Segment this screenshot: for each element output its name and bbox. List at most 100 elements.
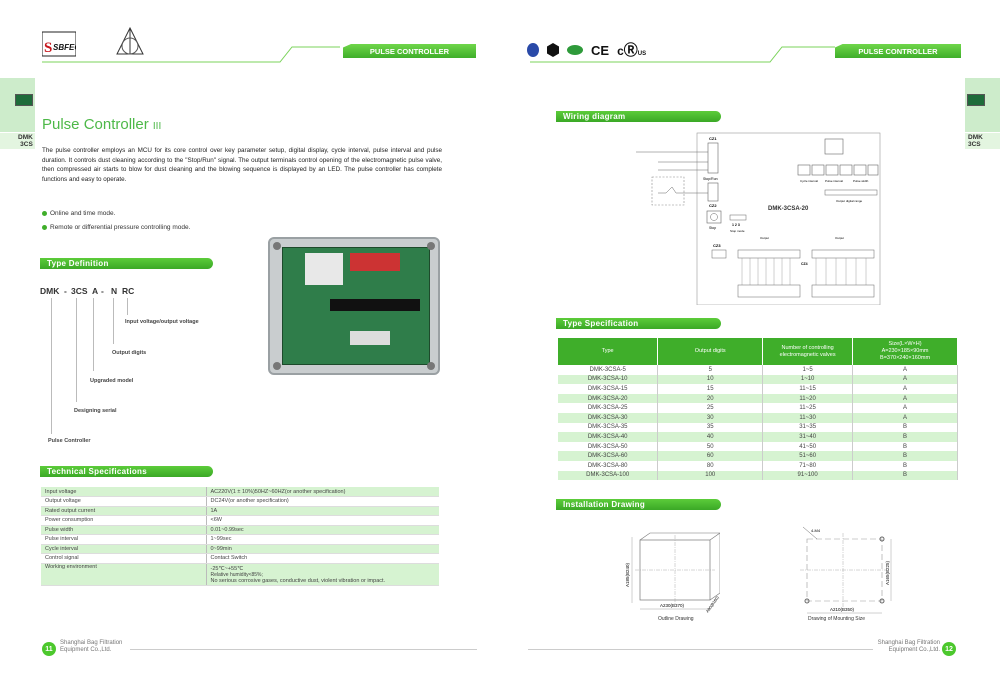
intro-paragraph: The pulse controller employs an MCU for … [42,147,442,183]
code-part: A [92,286,99,296]
table-cell: B [852,451,958,461]
page-number: 12 [942,642,956,656]
table-cell: A [852,393,958,404]
wiring-diagram: CZ1 Stop/Run CZ2 Stop 1 2 3 Stop mode DM… [636,132,881,305]
footer-rule [528,649,873,650]
table-cell: 25 [657,403,764,413]
table-cell: DMK-3CSA-5 [558,365,659,375]
type-label: Designing serial [74,408,117,414]
svg-text:A90(B160): A90(B160) [705,594,720,613]
svg-text:Stop: Stop [709,226,716,230]
cqc-icon [527,43,539,57]
bullet-item: Online and time mode. [42,210,115,217]
table-cell: 60 [657,451,764,461]
ccc-icon [567,45,583,55]
type-label: Input voltage/output voltage [125,319,199,325]
header-tab-left: PULSE CONTROLLER [343,44,476,58]
connector-line [76,298,77,402]
table-cell: DMK-3CSA-35 [558,422,659,433]
star-cert-icon [547,43,559,57]
table-cell: A [852,403,958,413]
table-cell: B [852,460,958,471]
table-cell: 31~35 [762,422,854,433]
mounting-caption: Drawing of Mounting Size [808,616,865,622]
type-label: Upgraded model [90,378,134,384]
section-type-definition: Type Definition [40,258,213,269]
svg-text:S: S [44,40,52,56]
section-technical-specifications: Technical Specifications [40,466,213,477]
table-cell: 11~30 [762,412,854,423]
table-cell: 1~10 [762,374,854,385]
table-cell: A [852,412,958,423]
svg-text:A210(B350): A210(B350) [830,607,855,612]
table-cell: B [852,422,958,433]
bullet-item: Remote or differential pressure controll… [42,224,190,231]
svg-text:Pulse width: Pulse width [853,179,869,183]
svg-text:A230(B370): A230(B370) [660,603,685,608]
mounting-drawing: 4-M4 A165(B225) A210(B350) [800,526,892,614]
table-cell: 15 [657,384,764,394]
side-label-bg-right [965,133,1000,149]
table-cell: 35 [657,422,764,433]
svg-text:Stop mode: Stop mode [730,229,745,233]
svg-text:DMK-3CSA-20: DMK-3CSA-20 [768,206,809,212]
outline-drawing: A230(B370) A185(B240) A90(B160) [625,532,720,614]
table-cell: DMK-3CSA-30 [558,412,659,423]
section-wiring-diagram: Wiring diagram [556,111,721,122]
table-cell: DMK-3CSA-15 [558,384,659,394]
table-cell: 51~60 [762,451,854,461]
page-title: Pulse Controller III [42,116,162,133]
ce-icon: CE [591,42,610,58]
svg-text:4-M4: 4-M4 [811,528,821,533]
cert-logos: CE cⓇUS [527,40,646,60]
code-part: 3CS [71,286,88,296]
code-part: - [101,286,104,296]
pcb-thumb-icon [15,94,33,106]
table-cell: 30 [657,412,764,423]
svg-text:Output digital range: Output digital range [836,199,863,203]
svg-text:A165(B225): A165(B225) [885,560,890,585]
table-cell: DMK-3CSA-50 [558,441,659,452]
svg-text:Stop/Run: Stop/Run [703,177,718,181]
table-cell: 80 [657,460,764,471]
table-cell: A [852,365,958,375]
side-label-bg-left [0,133,35,149]
svg-text:CZ2: CZ2 [709,203,717,208]
connector-line [93,298,94,371]
table-cell: 91~100 [762,470,854,481]
table-cell: A [852,374,958,385]
brand-logo: SSBFEC [41,30,80,58]
svg-text:CZ4: CZ4 [801,262,808,266]
table-cell: A [852,384,958,394]
table-cell: DMK-3CSA-60 [558,451,659,461]
outline-caption: Outline Drawing [658,616,694,622]
cul-us-icon: cⓇUS [617,42,647,58]
svg-text:Cycle interval: Cycle interval [800,179,818,183]
svg-text:A185(B240): A185(B240) [625,562,630,587]
footer-rule [130,649,477,650]
table-cell: B [852,432,958,442]
table-cell: 100 [657,470,764,481]
connector-line [127,298,128,315]
table-cell: B [852,441,958,452]
svg-text:Pulse interval: Pulse interval [825,179,843,183]
side-tab-left [0,78,35,132]
